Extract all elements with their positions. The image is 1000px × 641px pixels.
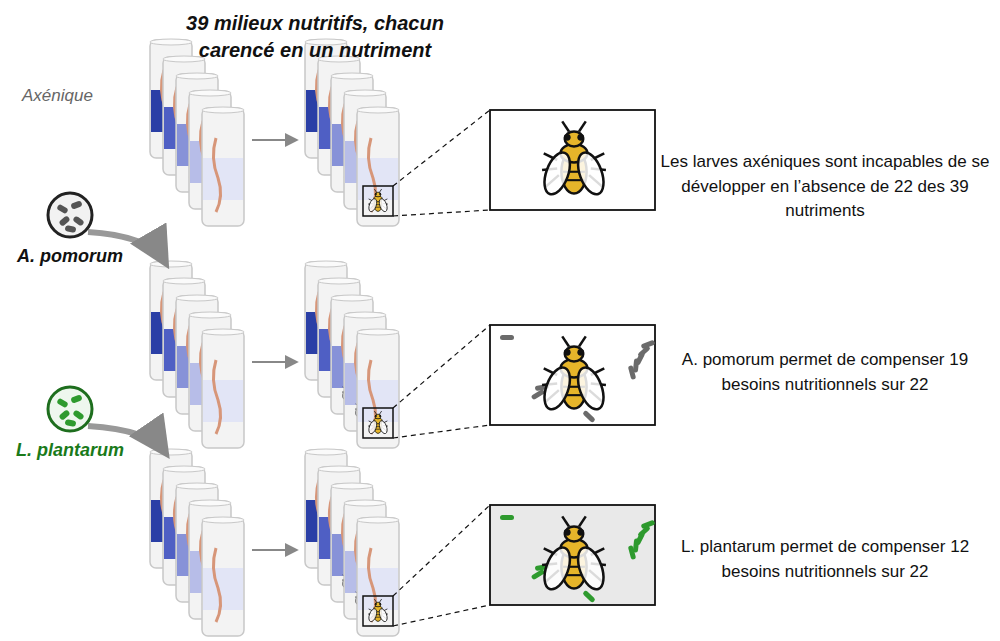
bacterium xyxy=(582,410,596,423)
fly-icon xyxy=(539,516,608,592)
bacterium xyxy=(531,389,546,400)
condition-label: Axénique xyxy=(22,86,93,106)
fly-icon xyxy=(367,189,388,213)
bacteria-circle xyxy=(45,384,95,434)
arrow xyxy=(252,549,296,551)
fly-icon xyxy=(539,121,608,197)
tube xyxy=(357,517,399,636)
title: 39 milieux nutritifs, chacun carencé en … xyxy=(160,10,470,64)
zoom-frame xyxy=(363,596,393,626)
zoom-line xyxy=(393,325,490,408)
bacteria-node: A. pomorum xyxy=(6,190,134,267)
zoom-line xyxy=(393,110,490,186)
medium xyxy=(203,568,243,610)
zoom-box xyxy=(490,505,655,605)
zoom-box xyxy=(490,325,655,425)
filter-strip xyxy=(213,548,220,622)
bacteria-name: A. pomorum xyxy=(6,246,134,267)
zoom-frame xyxy=(363,186,393,216)
tube xyxy=(357,107,399,226)
zoom-line xyxy=(393,425,490,438)
zoom-line xyxy=(393,505,490,596)
bacterium xyxy=(500,335,514,340)
zoom-box xyxy=(490,110,655,210)
fly-icon xyxy=(367,599,388,623)
tube xyxy=(357,329,399,448)
bacterium xyxy=(628,365,636,380)
medium xyxy=(203,158,243,200)
tube xyxy=(202,107,244,226)
result-text: L. plantarum permet de compenser 12 beso… xyxy=(660,535,990,584)
tube xyxy=(202,517,244,636)
bacteria-node: L. plantarum xyxy=(6,384,134,461)
bacteria-circle xyxy=(45,190,95,240)
bacteria-name: L. plantarum xyxy=(6,440,134,461)
zoom-line xyxy=(393,605,490,626)
bacterium xyxy=(531,569,546,580)
bacterium xyxy=(628,545,636,560)
result-text: A. pomorum permet de compenser 19 besoin… xyxy=(660,348,990,397)
bacterium xyxy=(500,515,514,520)
result-text: Les larves axéniques sont incapables de … xyxy=(660,150,990,224)
fly-icon xyxy=(367,411,388,435)
arrow xyxy=(252,361,296,363)
bacterium xyxy=(582,590,596,603)
tube xyxy=(202,329,244,448)
fly-icon xyxy=(539,336,608,412)
medium xyxy=(203,380,243,422)
zoom-frame xyxy=(363,408,393,438)
filter-strip xyxy=(213,360,220,434)
filter-strip xyxy=(213,138,220,212)
arrow xyxy=(252,139,296,141)
zoom-line xyxy=(393,210,490,216)
